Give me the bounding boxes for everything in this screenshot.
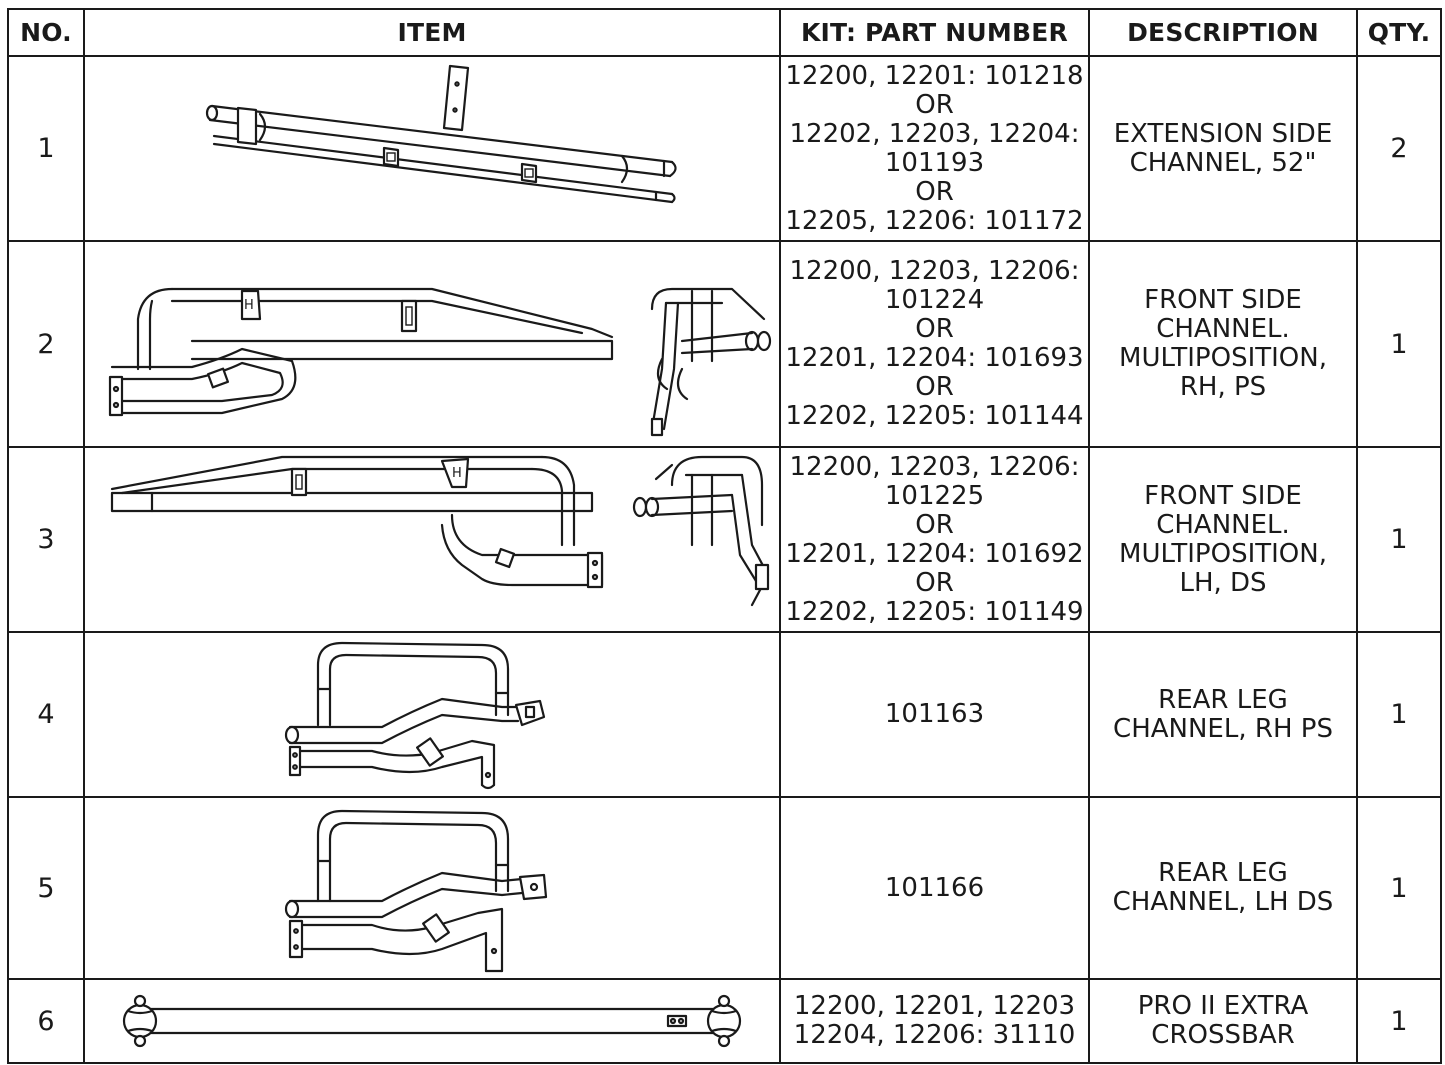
part-line: 12201, 12204: 101692 xyxy=(785,538,1084,569)
part-line: OR xyxy=(915,567,954,598)
part-line: 12202, 12203, 12204: xyxy=(789,118,1080,149)
header-description: DESCRIPTION xyxy=(1088,8,1358,57)
desc-line: CHANNEL, 52" xyxy=(1129,147,1317,178)
desc-line: CHANNEL, RH PS xyxy=(1113,713,1333,744)
part-line: 12200, 12203, 12206: xyxy=(789,451,1080,482)
desc-line: CHANNEL, LH DS xyxy=(1112,887,1334,917)
desc-line: MULTIPOSITION, xyxy=(1119,343,1327,373)
item-cell xyxy=(83,55,781,242)
part-line: OR xyxy=(915,509,954,540)
table-row: 1 xyxy=(7,55,1442,242)
table-row: 6 xyxy=(7,978,1442,1064)
desc-line: CHANNEL. xyxy=(1156,314,1290,344)
part-line: 12200, 12203, 12206: xyxy=(789,256,1080,286)
item-cell xyxy=(83,796,781,980)
part-number-cell: 101163 xyxy=(779,631,1090,798)
desc-line: PRO II EXTRA xyxy=(1137,991,1309,1021)
table-row: 5 xyxy=(7,796,1442,980)
item-cell xyxy=(83,631,781,798)
part-line: 12202, 12205: 101144 xyxy=(785,401,1084,431)
qty-cell: 2 xyxy=(1356,55,1442,242)
part-line: 12204, 12206: 31110 xyxy=(793,1020,1076,1050)
part-line: 101193 xyxy=(884,147,985,178)
part-line: 12200, 12201: 101218 xyxy=(785,60,1084,91)
svg-text:H: H xyxy=(244,298,254,313)
description-cell: REAR LEG CHANNEL, RH PS xyxy=(1088,631,1358,798)
desc-line: FRONT SIDE xyxy=(1144,285,1302,315)
desc-line: MULTIPOSITION, xyxy=(1119,538,1327,569)
front-side-channel-rh-drawing: H xyxy=(108,287,772,437)
rear-leg-channel-lh-drawing xyxy=(284,809,548,972)
part-number-cell: 12200, 12201, 12203 12204, 12206: 31110 xyxy=(779,978,1090,1064)
desc-line: FRONT SIDE xyxy=(1144,480,1302,511)
front-side-channel-lh-drawing: H xyxy=(110,455,770,606)
description-cell: EXTENSION SIDE CHANNEL, 52" xyxy=(1088,55,1358,242)
table-row: 2 H xyxy=(7,240,1442,448)
table-row: 4 xyxy=(7,631,1442,798)
part-line: 12201, 12204: 101693 xyxy=(785,343,1084,373)
item-cell xyxy=(83,978,781,1064)
svg-text:H: H xyxy=(452,466,462,481)
desc-line: EXTENSION SIDE xyxy=(1113,118,1333,149)
extension-side-channel-drawing xyxy=(205,64,677,203)
qty-cell: 1 xyxy=(1356,978,1442,1064)
part-number-cell: 101166 xyxy=(779,796,1090,980)
item-cell: H xyxy=(83,240,781,448)
description-cell: PRO II EXTRA CROSSBAR xyxy=(1088,978,1358,1064)
part-number-cell: 12200, 12203, 12206: 101225 OR 12201, 12… xyxy=(779,446,1090,633)
item-cell: H xyxy=(83,446,781,633)
desc-line: CROSSBAR xyxy=(1151,1020,1295,1050)
qty-cell: 1 xyxy=(1356,631,1442,798)
parts-table: NO. ITEM KIT: PART NUMBER DESCRIPTION QT… xyxy=(7,8,1442,1064)
rear-leg-channel-rh-drawing xyxy=(284,641,546,789)
part-line: 12205, 12206: 101172 xyxy=(785,205,1084,236)
qty-cell: 1 xyxy=(1356,796,1442,980)
row-number: 3 xyxy=(7,446,85,633)
part-line: 101225 xyxy=(884,480,985,511)
part-line: 101166 xyxy=(884,872,985,903)
part-line: OR xyxy=(915,372,954,402)
header-qty: QTY. xyxy=(1356,8,1442,57)
qty-cell: 1 xyxy=(1356,446,1442,633)
desc-line: CHANNEL. xyxy=(1156,509,1290,540)
desc-line: LH, DS xyxy=(1179,567,1267,598)
desc-line: RH, PS xyxy=(1179,372,1267,402)
row-number: 2 xyxy=(7,240,85,448)
part-number-cell: 12200, 12203, 12206: 101224 OR 12201, 12… xyxy=(779,240,1090,448)
description-cell: FRONT SIDE CHANNEL. MULTIPOSITION, LH, D… xyxy=(1088,446,1358,633)
header-part-number: KIT: PART NUMBER xyxy=(779,8,1090,57)
row-number: 4 xyxy=(7,631,85,798)
part-line: OR xyxy=(915,176,954,207)
qty-cell: 1 xyxy=(1356,240,1442,448)
part-number-cell: 12200, 12201: 101218 OR 12202, 12203, 12… xyxy=(779,55,1090,242)
header-item: ITEM xyxy=(83,8,781,57)
header-row: NO. ITEM KIT: PART NUMBER DESCRIPTION QT… xyxy=(7,8,1442,57)
desc-line: REAR LEG xyxy=(1158,684,1288,715)
part-line: 12200, 12201, 12203 xyxy=(793,991,1076,1021)
description-cell: FRONT SIDE CHANNEL. MULTIPOSITION, RH, P… xyxy=(1088,240,1358,448)
row-number: 6 xyxy=(7,978,85,1064)
part-line: 101163 xyxy=(884,699,985,729)
part-line: 101224 xyxy=(884,285,985,315)
table-row: 3 H xyxy=(7,446,1442,633)
description-cell: REAR LEG CHANNEL, LH DS xyxy=(1088,796,1358,980)
desc-line: REAR LEG xyxy=(1158,858,1288,888)
part-line: OR xyxy=(915,314,954,344)
part-line: 12202, 12205: 101149 xyxy=(785,596,1084,627)
header-no: NO. xyxy=(7,8,85,57)
part-line: OR xyxy=(915,89,954,120)
row-number: 1 xyxy=(7,55,85,242)
row-number: 5 xyxy=(7,796,85,980)
extra-crossbar-drawing xyxy=(122,994,742,1048)
